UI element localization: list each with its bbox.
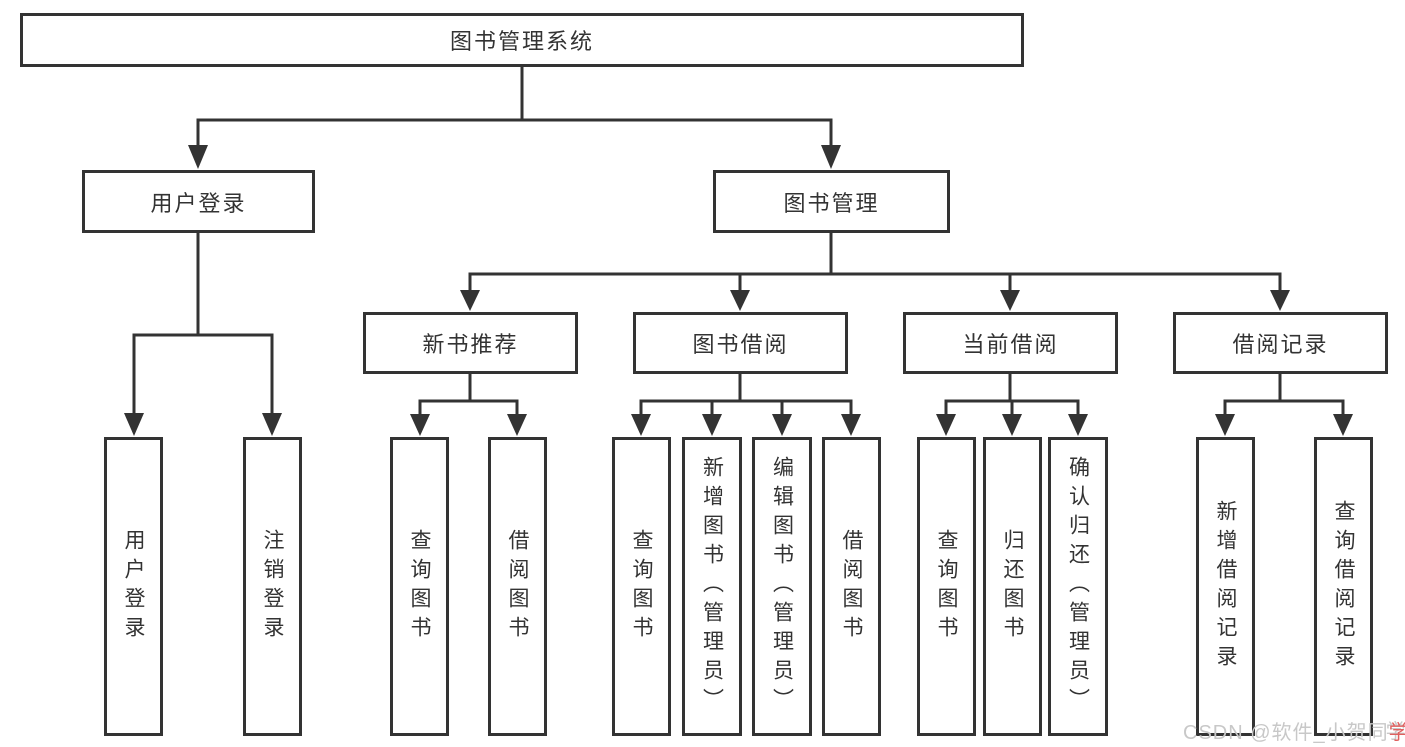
arrowhead-cb-query	[936, 414, 956, 436]
arrowhead-new-book-rec	[460, 290, 480, 311]
node-borrow-records: 借阅记录	[1173, 312, 1388, 374]
leaf-cb-query-books: 查询图书	[917, 437, 976, 736]
csdn-watermark-text: CSDN @软件_小贺同	[1183, 722, 1389, 744]
node-user-login: 用户登录	[82, 170, 315, 233]
leaf-user-login: 用户登录	[104, 437, 163, 736]
node-new-book-rec: 新书推荐	[363, 312, 578, 374]
node-book-mgmt: 图书管理	[713, 170, 950, 233]
arrowhead-cb-return	[1002, 414, 1022, 436]
csdn-watermark-accent: 学	[1388, 722, 1405, 744]
arrowhead-bb-add	[702, 414, 722, 436]
leaf-bb-query-books: 查询图书	[612, 437, 671, 736]
arrowhead-br-add	[1215, 414, 1235, 436]
arrowhead-br-query	[1333, 414, 1353, 436]
arrowhead-logout-leaf	[262, 413, 282, 436]
node-book-borrow: 图书借阅	[633, 312, 848, 374]
arrowhead-bb-edit	[772, 414, 792, 436]
arrowhead-book-mgmt	[821, 145, 841, 169]
arrowhead-current-borrow	[1000, 290, 1020, 311]
leaf-br-add-record: 新增借阅记录	[1196, 437, 1255, 736]
arrowhead-bb-borrow	[841, 414, 861, 436]
leaf-br-query-record: 查询借阅记录	[1314, 437, 1373, 736]
leaf-cb-confirm-return-admin: 确认归还（管理员）	[1048, 437, 1108, 736]
arrowhead-book-borrow	[730, 290, 750, 311]
leaf-bb-edit-books-admin: 编辑图书（管理员）	[752, 437, 812, 736]
leaf-logout: 注销登录	[243, 437, 302, 736]
leaf-bb-add-books-admin: 新增图书（管理员）	[682, 437, 742, 736]
node-root: 图书管理系统	[20, 13, 1024, 67]
arrowhead-rec-query	[410, 414, 430, 436]
arrowhead-borrow-records	[1270, 290, 1290, 311]
leaf-bb-borrow-books: 借阅图书	[822, 437, 881, 736]
leaf-rec-query-books: 查询图书	[390, 437, 449, 736]
arrowhead-user-login	[188, 145, 208, 169]
arrowhead-cb-confirm	[1068, 414, 1088, 436]
arrowhead-rec-borrow	[507, 414, 527, 436]
csdn-watermark: CSDN @软件_小贺同学	[1183, 716, 1405, 745]
arrowhead-login-leaf	[124, 413, 144, 436]
arrowhead-bb-query	[631, 414, 651, 436]
node-current-borrow: 当前借阅	[903, 312, 1118, 374]
leaf-rec-borrow-books: 借阅图书	[488, 437, 547, 736]
leaf-cb-return-books: 归还图书	[983, 437, 1042, 736]
